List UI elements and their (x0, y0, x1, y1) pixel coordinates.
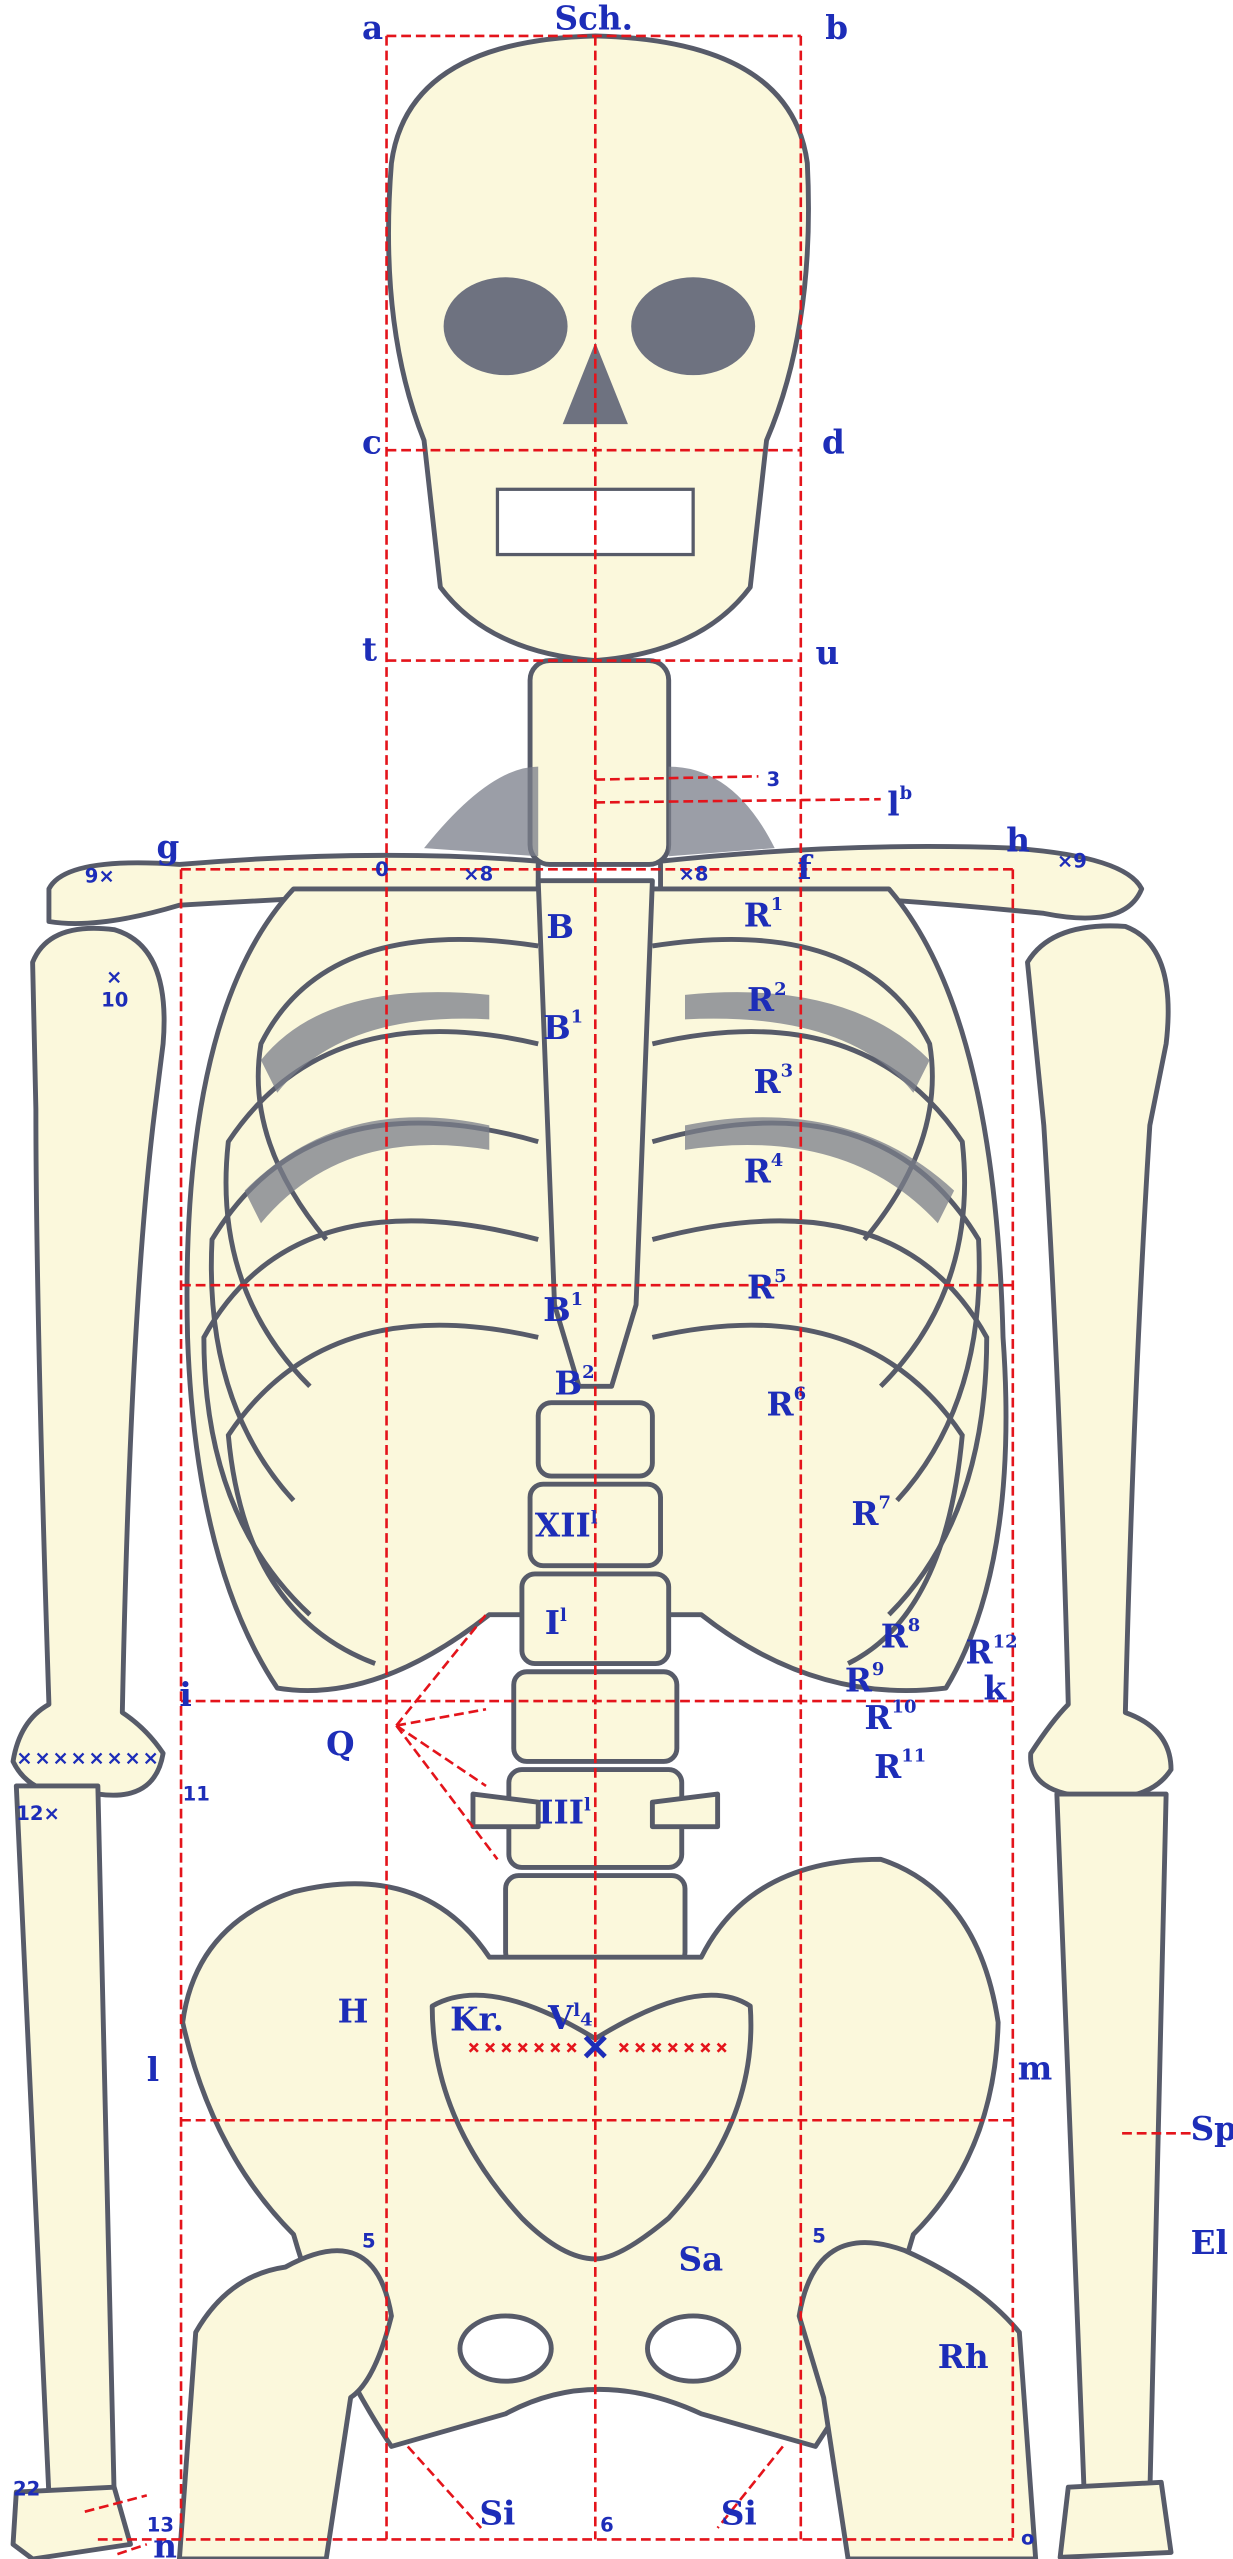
left-humerus (10, 925, 167, 1798)
label-B1-lower: B1 (543, 1289, 583, 1329)
label-El: El (1191, 2223, 1228, 2262)
label-R2: R2 (747, 979, 787, 1019)
label-III: IIIl (538, 1792, 591, 1831)
label-R5: R5 (747, 1266, 787, 1306)
sternum (535, 878, 655, 1389)
iliac-crest-marks (468, 2042, 727, 2053)
label-g: g (157, 827, 180, 866)
label-c: c (362, 422, 382, 461)
label-m: m (1018, 2048, 1053, 2087)
label-f: f (798, 848, 814, 887)
intercostal-hatching (244, 992, 955, 1224)
label-Si-left: Si (480, 2494, 516, 2533)
label-9-left: 9× (85, 864, 115, 887)
label-R8: R8 (881, 1615, 921, 1655)
label-Kr: Kr. (450, 2000, 504, 2039)
label-5-right: 5 (812, 2225, 826, 2248)
label-R4: R4 (744, 1150, 784, 1190)
label-lb: lb (887, 783, 912, 823)
label-u: u (815, 633, 839, 672)
label-h: h (1006, 820, 1030, 859)
label-l: l (147, 2050, 159, 2089)
label-3: 3 (767, 768, 781, 791)
label-o-bottom: o (1021, 2526, 1034, 2549)
nasal-cavity (562, 342, 628, 425)
skeleton-illustration (10, 33, 1174, 2559)
label-t: t (362, 630, 377, 669)
label-R12: R12 (966, 1631, 1018, 1671)
label-R3: R3 (754, 1060, 794, 1100)
label-i: i (179, 1675, 191, 1714)
label-B: B (546, 907, 574, 946)
center-cross-mark (583, 2035, 607, 2059)
orbit-left (443, 277, 568, 376)
labels: a Sch. b c d t u 3 lb 9× g 0 ×8 ×8 f h ×… (13, 0, 1233, 2559)
orbit-right (631, 277, 756, 376)
label-I: Il (545, 1603, 567, 1642)
label-elbow-marks: ×××××××× (16, 1747, 160, 1770)
obturator-left (457, 2313, 554, 2384)
label-b: b (825, 8, 848, 47)
left-femur (176, 2248, 394, 2559)
label-V: Vl4 (547, 1998, 593, 2037)
label-k: k (983, 1668, 1007, 1707)
label-x10: × (106, 965, 122, 988)
label-R9: R9 (845, 1659, 885, 1699)
label-R7: R7 (851, 1493, 891, 1533)
label-n: n (153, 2526, 177, 2559)
label-10: 10 (101, 988, 128, 1011)
label-R6: R6 (767, 1383, 807, 1423)
label-a: a (362, 8, 383, 47)
label-B1-upper: B1 (543, 1007, 583, 1047)
trapezius-shading (424, 766, 775, 857)
label-R10: R10 (864, 1697, 916, 1737)
label-22: 22 (13, 2477, 40, 2500)
left-forearm (13, 1783, 117, 2515)
label-5-left: 5 (362, 2229, 376, 2252)
cervical-spine (527, 658, 672, 867)
proportion-guide-lines (84, 34, 1191, 2556)
label-11: 11 (183, 1783, 210, 1806)
left-hand (10, 2484, 133, 2559)
right-humerus (1025, 923, 1174, 1801)
label-XII: XIIl (535, 1505, 598, 1544)
label-9-right: ×9 (1057, 850, 1087, 873)
label-Rh: Rh (938, 2337, 989, 2376)
obturator-right (645, 2313, 742, 2384)
label-d: d (822, 422, 845, 461)
label-8-left: ×8 (463, 863, 493, 886)
label-Sa: Sa (678, 2239, 723, 2278)
label-6: 6 (600, 2513, 614, 2536)
ribs (201, 937, 990, 1666)
label-8-right: ×8 (678, 863, 708, 886)
label-B2: B2 (555, 1362, 595, 1402)
label-12: 12× (16, 1802, 60, 1825)
label-0-top: 0 (375, 858, 389, 881)
label-Q: Q (326, 1724, 354, 1763)
right-femur (796, 2240, 1039, 2559)
label-13: 13 (147, 2513, 174, 2536)
right-hand (1057, 2479, 1174, 2559)
label-R1: R1 (744, 894, 784, 934)
right-forearm (1054, 1791, 1169, 2506)
label-H: H (338, 1991, 369, 2030)
label-sch: Sch. (555, 0, 633, 37)
label-Si-right: Si (721, 2494, 757, 2533)
label-R11: R11 (874, 1745, 926, 1785)
label-Sp: Sp (1191, 2109, 1233, 2148)
